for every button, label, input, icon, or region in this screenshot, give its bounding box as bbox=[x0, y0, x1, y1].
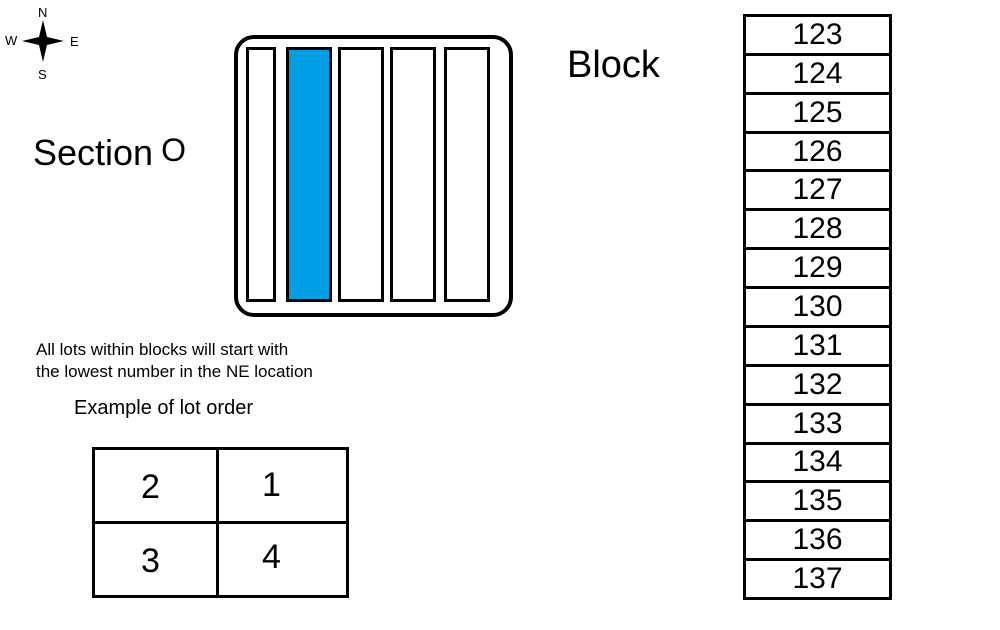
block-row: 131 bbox=[746, 328, 889, 367]
block-number: 134 bbox=[792, 445, 843, 479]
block-number: 124 bbox=[792, 56, 843, 90]
block-number: 126 bbox=[792, 134, 843, 168]
block-number: 125 bbox=[792, 95, 843, 129]
section-letter: O bbox=[161, 132, 186, 168]
block-row: 136 bbox=[746, 522, 889, 562]
block-number: 135 bbox=[792, 484, 843, 518]
section-strip bbox=[338, 47, 384, 302]
compass-north-label: N bbox=[38, 5, 48, 20]
compass-east-label: E bbox=[70, 34, 79, 49]
block-number: 137 bbox=[792, 562, 843, 596]
section-strip bbox=[444, 47, 490, 302]
lot-order-note: All lots within blocks will start with t… bbox=[36, 339, 313, 383]
block-row: 123 bbox=[746, 17, 889, 56]
lot-number-nw: 2 bbox=[141, 468, 160, 506]
compass-rose: N S E W bbox=[2, 2, 84, 82]
compass-west-label: W bbox=[5, 33, 18, 48]
block-row: 129 bbox=[746, 250, 889, 290]
block-row: 128 bbox=[746, 211, 889, 251]
block-row: 134 bbox=[746, 445, 889, 484]
block-number-list: 123 124 125 126 127 128 129 130 131 132 133 134 135 1… bbox=[743, 14, 892, 600]
block-number: 133 bbox=[792, 406, 843, 440]
block-number: 131 bbox=[792, 328, 843, 362]
section-strip bbox=[246, 47, 276, 302]
block-row: 125 bbox=[746, 95, 889, 134]
block-row: 137 bbox=[746, 561, 889, 600]
note-line-2: the lowest number in the NE location bbox=[36, 362, 313, 381]
block-number: 132 bbox=[792, 367, 843, 401]
block-row: 132 bbox=[746, 367, 889, 406]
note-line-1: All lots within blocks will start with bbox=[36, 340, 289, 359]
block-row: 133 bbox=[746, 406, 889, 445]
block-number: 127 bbox=[792, 173, 843, 207]
block-number: 129 bbox=[792, 251, 843, 285]
block-row: 127 bbox=[746, 172, 889, 212]
block-number: 136 bbox=[792, 523, 843, 557]
section-strip bbox=[390, 47, 436, 302]
lot-number-sw: 3 bbox=[141, 542, 160, 580]
block-label: Block bbox=[567, 44, 660, 86]
block-row: 130 bbox=[746, 289, 889, 328]
block-row: 135 bbox=[746, 483, 889, 523]
block-number: 123 bbox=[792, 17, 843, 51]
section-label: Section bbox=[33, 132, 154, 173]
block-number: 130 bbox=[792, 289, 843, 323]
block-row: 124 bbox=[746, 56, 889, 95]
lot-number-ne: 1 bbox=[262, 466, 281, 504]
section-strip-highlighted bbox=[286, 47, 332, 302]
grid-divider-horizontal bbox=[95, 521, 346, 524]
section-map bbox=[234, 35, 513, 317]
example-title: Example of lot order bbox=[74, 397, 253, 419]
block-row: 126 bbox=[746, 134, 889, 173]
compass-star-icon bbox=[22, 20, 64, 62]
lot-number-se: 4 bbox=[262, 538, 281, 576]
lot-order-grid: 2 1 3 4 bbox=[92, 447, 349, 598]
compass-south-label: S bbox=[38, 67, 47, 82]
block-number: 128 bbox=[792, 212, 843, 246]
